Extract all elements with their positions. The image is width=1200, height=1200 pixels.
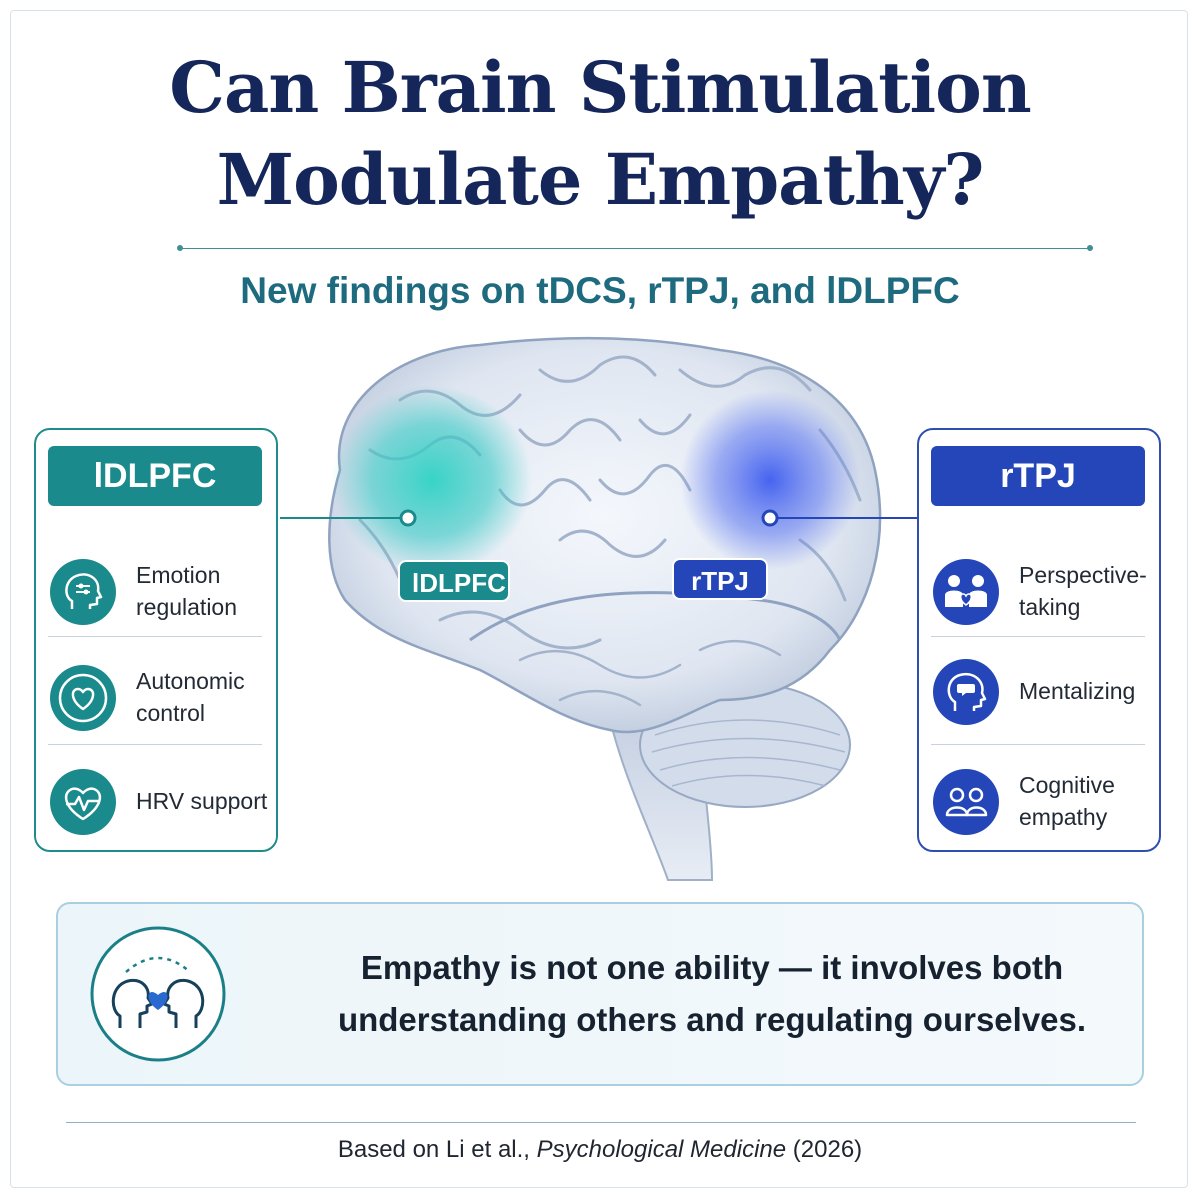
rtpj-item-mentalizing: Mentalizing: [919, 638, 1159, 744]
ldlpfc-panel: lDLPFC Emotion regulation Autonomic cont…: [34, 428, 278, 852]
two-people-heart-icon: [933, 559, 999, 625]
brain-label-ldlpfc: lDLPFC: [398, 560, 510, 602]
item-label: Emotion regulation: [136, 562, 238, 620]
page-frame: [10, 10, 1188, 1188]
title-line-1: Can Brain Stimulation: [169, 46, 1032, 129]
head-sliders-icon: [50, 559, 116, 625]
ldlpfc-item-autonomic-control: Autonomic control: [36, 644, 276, 750]
head-speech-icon: [933, 659, 999, 725]
item-label: Autonomic control: [136, 668, 245, 726]
heart-icon: [50, 665, 116, 731]
title-line-2: Modulate Empathy?: [216, 138, 985, 221]
page-title: Can Brain Stimulation Modulate Empathy?: [0, 42, 1200, 226]
heart-pulse-icon: [50, 769, 116, 835]
brain-label-rtpj: rTPJ: [672, 558, 768, 600]
divider: [48, 744, 262, 745]
takeaway-line-1: Empathy is not one ability — it involves…: [360, 949, 1064, 986]
divider: [48, 636, 262, 637]
ldlpfc-panel-heading: lDLPFC: [48, 446, 262, 506]
title-divider: [177, 245, 1093, 251]
people-group-icon: [933, 769, 999, 835]
footer-divider: [66, 1122, 1136, 1123]
item-label: Perspective-taking: [1019, 562, 1147, 620]
citation: Based on Li et al., Psychological Medici…: [0, 1136, 1200, 1164]
two-heads-heart-icon: [90, 926, 226, 1062]
citation-prefix: Based on Li et al.,: [337, 1136, 537, 1163]
divider: [931, 744, 1145, 745]
citation-year: (2026): [786, 1136, 863, 1163]
ldlpfc-item-emotion-regulation: Emotion regulation: [36, 538, 276, 644]
takeaway-text: Empathy is not one ability — it involves…: [302, 942, 1122, 1046]
item-label: Mentalizing: [1019, 678, 1136, 704]
takeaway-box: Empathy is not one ability — it involves…: [56, 902, 1144, 1086]
ldlpfc-item-hrv-support: HRV support: [36, 748, 276, 854]
divider: [931, 636, 1145, 637]
rtpj-panel: rTPJ Perspective-taking Mentalizing: [917, 428, 1161, 852]
item-label: HRV support: [136, 788, 268, 814]
rtpj-panel-heading: rTPJ: [931, 446, 1145, 506]
takeaway-line-2: understanding others and regulating ours…: [337, 1001, 1087, 1038]
citation-journal: Psychological Medicine: [536, 1136, 787, 1163]
rtpj-item-perspective-taking: Perspective-taking: [919, 538, 1159, 644]
item-label: Cognitive empathy: [1019, 772, 1115, 830]
subtitle: New findings on tDCS, rTPJ, and lDLPFC: [240, 270, 960, 311]
rtpj-item-cognitive-empathy: Cognitive empathy: [919, 748, 1159, 854]
